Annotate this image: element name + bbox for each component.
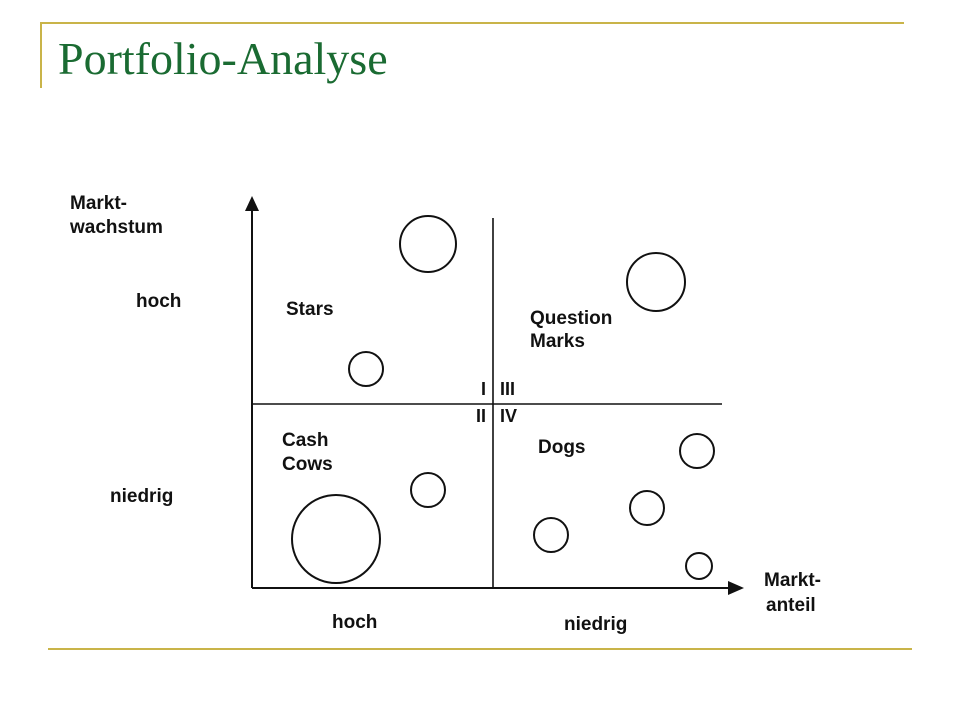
quadrant-label-cash-cows-line1: Cash [282, 430, 328, 451]
quadrant-label-question-marks-line2: Marks [530, 331, 585, 352]
quadrant-label-cash-cows-line2: Cows [282, 454, 333, 475]
quadrant-number-iii: III [500, 379, 515, 399]
cash-cows-circle-small [410, 472, 446, 508]
x-level-high: hoch [332, 612, 377, 633]
quadrant-label-question-marks-line1: Question [530, 308, 612, 329]
y-level-low: niedrig [110, 486, 173, 507]
quadrant-number-ii: II [476, 406, 486, 426]
accent-line-bottom [48, 648, 912, 650]
cash-cows-circle-large [291, 494, 381, 584]
dogs-circle-2 [629, 490, 665, 526]
x-axis-label-line1: Markt- [764, 570, 821, 591]
dogs-circle-1 [679, 433, 715, 469]
quadrant-number-i: I [481, 379, 486, 399]
quadrant-label-stars: Stars [286, 299, 334, 320]
y-axis-arrow-icon [245, 196, 259, 211]
y-axis-label-line2: wachstum [69, 217, 163, 238]
stars-circle-small [348, 351, 384, 387]
accent-line-top [40, 22, 904, 24]
y-axis-label-line1: Markt- [70, 193, 127, 214]
dogs-circle-3 [533, 517, 569, 553]
y-level-high: hoch [136, 291, 181, 312]
x-axis-label-line2: anteil [766, 595, 816, 616]
x-axis-arrow-icon [728, 581, 744, 595]
dogs-circle-4 [685, 552, 713, 580]
quadrant-label-dogs: Dogs [538, 437, 586, 458]
accent-line-left [40, 22, 42, 88]
x-level-low: niedrig [564, 614, 627, 635]
slide-title: Portfolio-Analyse [58, 33, 388, 84]
stars-circle-large [399, 215, 457, 273]
question-marks-circle [626, 252, 686, 312]
quadrant-number-iv: IV [500, 406, 517, 426]
